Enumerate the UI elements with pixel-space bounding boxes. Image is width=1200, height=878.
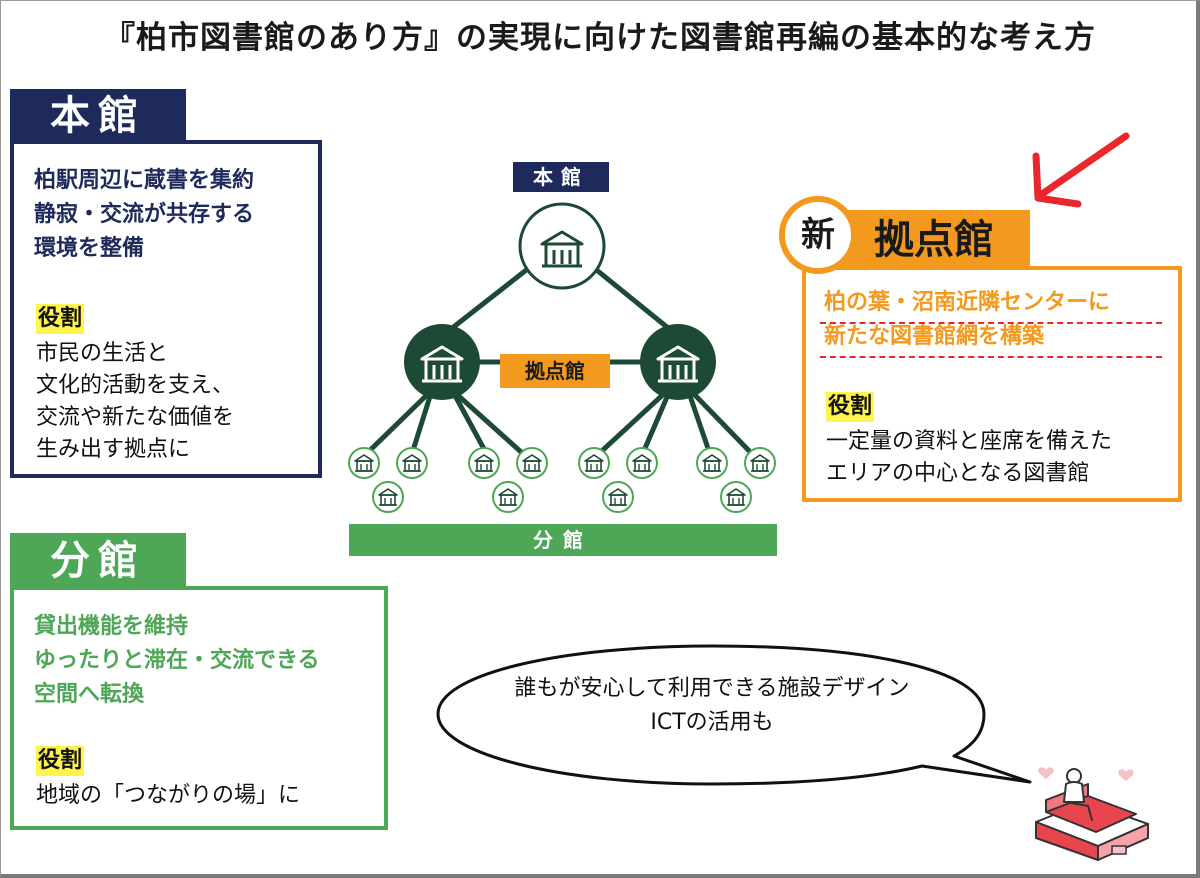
diagram-honkan-label: 本館 <box>513 162 609 192</box>
bunkan-node <box>744 447 776 479</box>
honkan-description: 柏駅周辺に蔵書を集約 静寂・交流が共存する 環境を整備 <box>34 168 255 261</box>
bunkan-box: 貸出機能を維持 ゆったりと滞在・交流できる 空間へ転換 役割 地域の「つながりの… <box>10 586 388 830</box>
bunkan-node <box>516 447 548 479</box>
person-sitting-illustration <box>1035 767 1149 861</box>
diagram-bunkan-bar: 分館 <box>349 524 777 556</box>
speech-bubble-shape <box>436 644 1032 786</box>
red-dashed-underline <box>820 356 1162 358</box>
kyoten-box: 柏の葉・沼南近隣センターに 新たな図書館網を構築 役割 一定量の資料と座席を備え… <box>802 266 1182 502</box>
honkan-role-text: 市民の生活と 文化的活動を支え、 交流や新たな価値を 生み出す拠点に <box>36 341 235 462</box>
page-title: 『柏市図書館のあり方』の実現に向けた図書館再編の基本的な考え方 <box>104 20 1096 56</box>
kyoten-node-right <box>640 324 716 400</box>
new-badge: 新 <box>779 196 857 274</box>
bunkan-nodes <box>348 447 776 513</box>
bunkan-node <box>720 481 752 513</box>
bunkan-tab: 分館 <box>10 533 186 589</box>
honkan-role-label: 役割 <box>36 304 85 334</box>
bunkan-node <box>696 447 728 479</box>
bunkan-description: 貸出機能を維持 ゆったりと滞在・交流できる 空間へ転換 <box>34 614 320 707</box>
bubble-text: 誰もが安心して利用できる施設デザイン ICTの活用も <box>514 676 910 735</box>
red-dashed-underline <box>820 322 1162 324</box>
bunkan-node <box>372 481 404 513</box>
bunkan-node <box>396 447 428 479</box>
bunkan-role-text: 地域の「つながりの場」に <box>36 783 301 808</box>
kyoten-node-left <box>404 324 480 400</box>
hierarchy-diagram: 本館 拠点館 分館 <box>340 150 790 560</box>
honkan-box: 柏駅周辺に蔵書を集約 静寂・交流が共存する 環境を整備 役割 市民の生活と 文化… <box>10 140 322 478</box>
honkan-node <box>518 202 606 290</box>
kyoten-role-text: 一定量の資料と座席を備えた エリアの中心となる図書館 <box>826 429 1113 486</box>
bunkan-node <box>492 481 524 513</box>
bunkan-node <box>578 447 610 479</box>
bunkan-node <box>602 481 634 513</box>
honkan-tab: 本館 <box>10 89 186 143</box>
bunkan-node <box>468 447 500 479</box>
kyoten-tab: 拠点館 <box>842 210 1030 270</box>
diagram-kyoten-label: 拠点館 <box>500 354 610 388</box>
bunkan-node <box>626 447 658 479</box>
hierarchy-network <box>348 202 776 513</box>
speech-bubble: 誰もが安心して利用できる施設デザイン ICTの活用も <box>432 640 1042 790</box>
kyoten-role-label: 役割 <box>826 392 875 422</box>
bunkan-node <box>348 447 380 479</box>
kyoten-description: 柏の葉・沼南近隣センターに 新たな図書館網を構築 <box>824 290 1111 349</box>
red-arrow-icon <box>1032 132 1130 208</box>
bunkan-role-label: 役割 <box>36 746 85 776</box>
